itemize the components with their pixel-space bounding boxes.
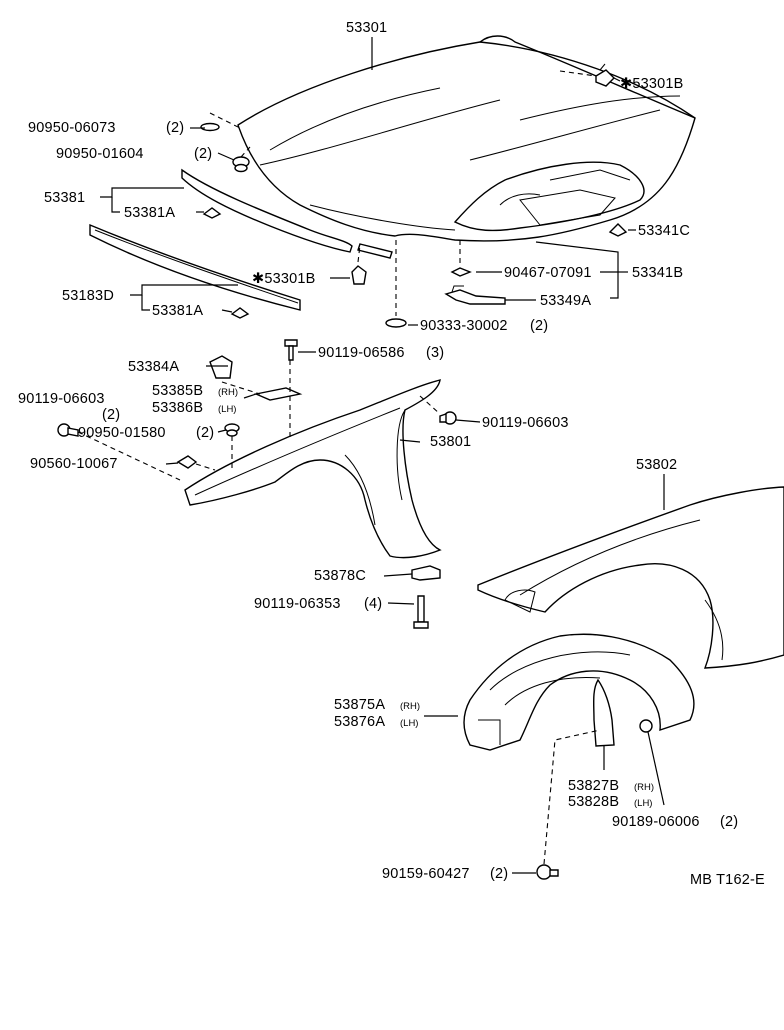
clip-90950-01580-part [224,423,240,437]
label-bolt-90119-06603-left-qty: (2) [102,407,120,423]
label-bracket-53385B: 53385B [152,383,203,399]
label-hood: 53301 [346,20,387,36]
label-bolt-90119-06603-left: 90119-06603 [18,391,105,407]
flap-53827B-part [592,678,615,747]
label-flap-53827B: 53827B [568,778,619,794]
label-bolt-90119-06586: 90119-06586 [318,345,405,361]
seal-end-piece [357,243,393,259]
label-fender-53802: 53802 [636,457,677,473]
hood-bumper-center-part [351,265,367,285]
bolt-90119-06586-part [284,339,298,361]
seal-clip-1-part [202,207,222,219]
clip-90950-01604-part [232,156,250,173]
bolt-90119-06603-left-part [57,423,79,437]
label-plug-90333-30002: 90333-30002 [420,318,508,334]
part-labels: 53301 ✱53301B 90950-06073 (2) 90950-0160… [18,20,765,888]
hood-panel [237,35,696,242]
label-bolt-90119-06353: 90119-06353 [254,596,341,612]
fender-53801-part [184,379,442,559]
label-screw-90189-06006: 90189-06006 [612,814,700,830]
nut-90560-10067-part [176,455,198,469]
diagram-ref-code: MB T162-E [690,872,765,888]
label-screw-90189-06006-qty: (2) [720,814,738,830]
label-screw-90159-60427: 90159-60427 [382,866,470,882]
label-bracket-53386B: 53386B [152,400,203,416]
screw-90159-60427-part [536,864,559,880]
label-bracket-53386B-side: (LH) [218,404,236,415]
bracket-53878C-part [411,565,441,581]
label-liner-53875A: 53875A [334,697,385,713]
label-cushion-53341B: 53341B [632,265,683,281]
label-bolt-90119-06603-right: 90119-06603 [482,415,569,431]
dash-7 [221,381,261,395]
label-bracket-53385B-side: (RH) [218,387,238,398]
label-hood-bumper-right: ✱53301B [620,76,684,92]
label-seal-53381A-2: 53381A [152,303,203,319]
fender-53802-part [477,486,784,669]
label-clip-90950-01604: 90950-01604 [56,146,144,162]
label-liner-53876A: 53876A [334,714,385,730]
label-hood-bumper-center: ✱53301B [252,271,316,287]
bolt-90119-06603-right-part [439,411,457,425]
plug-90333-30002-part [385,318,407,328]
leader-lines [100,37,665,874]
label-screw-90159-60427-qty: (2) [490,866,508,882]
label-clip-90467-07091: 90467-07091 [504,265,592,281]
label-flap-53828B-side: (LH) [634,798,652,809]
dash-4 [357,244,361,263]
label-clip-90950-01580-qty: (2) [196,425,214,441]
dash-3 [240,146,251,158]
label-clip-90950-01580: 90950-01580 [78,425,166,441]
liner-53875A-part [463,633,695,751]
label-clip-90950-01604-qty: (2) [194,146,212,162]
label-nut-90560-10067: 90560-10067 [30,456,118,472]
label-fender-53801: 53801 [430,434,471,450]
dash-12 [419,395,441,415]
bolt-90119-06353-part [413,595,429,629]
hood-bumper-right-part [595,63,615,87]
label-flap-53827B-side: (RH) [634,782,654,793]
cushion-53341C-part [608,223,628,237]
seal-clip-2-part [230,307,250,319]
screw-90189-06006-part [639,719,653,733]
label-flap-53828B: 53828B [568,794,619,810]
dash-1 [559,70,597,77]
dash-13 [543,729,601,865]
label-clip-90950-06073: 90950-06073 [28,120,116,136]
clip-90467-07091-part [450,267,472,277]
clip-90950-06073-part [200,122,220,132]
label-bolt-90119-06353-qty: (4) [364,596,382,612]
label-seal-53381A-1: 53381A [124,205,175,221]
label-seal-53381: 53381 [44,190,85,206]
label-bracket-53384A: 53384A [128,359,179,375]
hood-seal-53381 [181,168,353,253]
label-cushion-53341C: 53341C [638,223,690,239]
label-plug-90333-30002-qty: (2) [530,318,548,334]
label-liner-53876A-side: (LH) [400,718,418,729]
label-clip-90950-06073-qty: (2) [166,120,184,136]
label-bolt-90119-06586-qty: (3) [426,345,444,361]
dash-2 [209,112,241,129]
bracket-53349A-part [444,285,506,305]
label-bracket-53349A: 53349A [540,293,591,309]
label-liner-53875A-side: (RH) [400,701,420,712]
label-seal-53183D: 53183D [62,288,114,304]
hood-seal-53183D [89,223,301,311]
dash-9 [77,431,181,481]
label-bracket-53878C: 53878C [314,568,366,584]
bracket-53385B-part [253,387,303,401]
dash-11 [195,463,216,471]
bracket-53384A-part [209,355,233,379]
